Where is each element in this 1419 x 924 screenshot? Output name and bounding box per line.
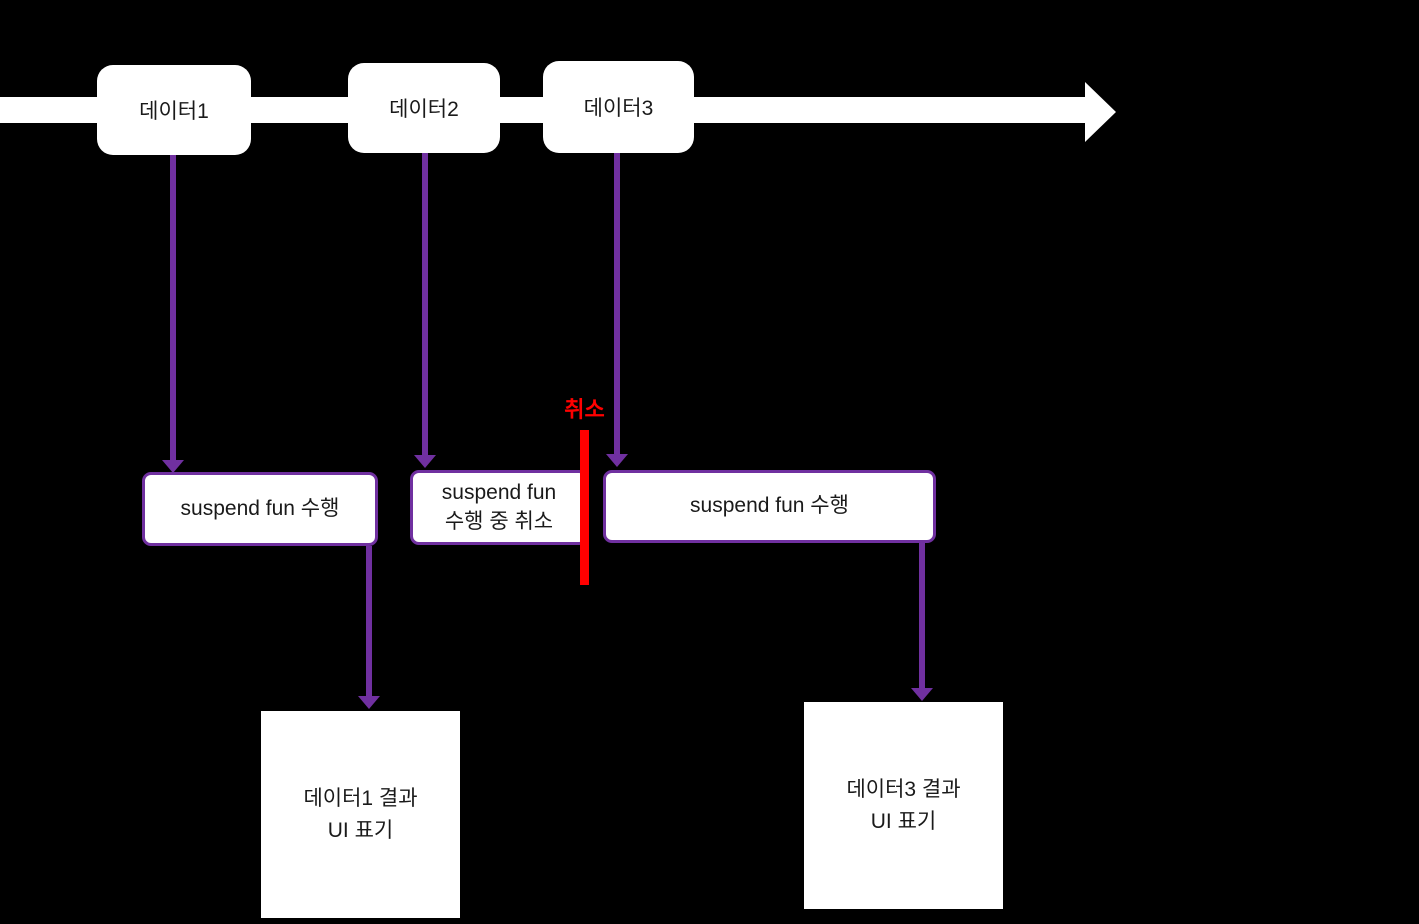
arrow-data2-to-suspend	[414, 153, 436, 468]
cancel-cut-line	[580, 430, 589, 585]
arrow-head-icon	[162, 460, 184, 473]
timeline-node-data3: 데이터3	[543, 61, 694, 153]
process-box-suspend3: suspend fun 수행	[603, 470, 936, 543]
result-box-data3: 데이터3 결과 UI 표기	[804, 702, 1003, 909]
arrow-head-icon	[358, 696, 380, 709]
arrow-data1-to-suspend	[162, 155, 184, 473]
timeline-node-data1: 데이터1	[97, 65, 251, 155]
arrow-shaft	[422, 153, 428, 458]
arrow-suspend1-to-result	[358, 546, 380, 709]
process-box-suspend1-label: suspend fun 수행	[180, 496, 340, 520]
arrow-shaft	[919, 543, 925, 691]
result-box-data3-label: 데이터3 결과 UI 표기	[846, 778, 961, 833]
arrow-shaft	[614, 153, 620, 457]
process-box-suspend1: suspend fun 수행	[142, 472, 378, 546]
timeline-node-data2: 데이터2	[348, 63, 500, 153]
arrow-head-icon	[606, 454, 628, 467]
process-box-suspend2-label: suspend fun 수행 중 취소	[441, 481, 557, 533]
process-box-suspend2-cancelled: suspend fun 수행 중 취소	[410, 470, 588, 545]
timeline-node-data3-label: 데이터3	[583, 97, 654, 120]
result-box-data1: 데이터1 결과 UI 표기	[261, 711, 460, 918]
cancel-label: 취소	[564, 397, 605, 422]
arrow-shaft	[366, 546, 372, 699]
arrow-head-icon	[414, 455, 436, 468]
timeline-node-data2-label: 데이터2	[389, 98, 459, 121]
timeline-node-data1-label: 데이터1	[139, 100, 209, 123]
arrow-shaft	[170, 155, 176, 463]
result-box-data1-label: 데이터1 결과 UI 표기	[303, 787, 418, 842]
process-box-suspend3-label: suspend fun 수행	[690, 494, 849, 518]
arrow-data3-to-suspend	[606, 153, 628, 467]
arrow-suspend3-to-result	[911, 543, 933, 701]
arrow-head-icon	[911, 688, 933, 701]
timeline-arrow-head-icon	[1085, 82, 1116, 142]
